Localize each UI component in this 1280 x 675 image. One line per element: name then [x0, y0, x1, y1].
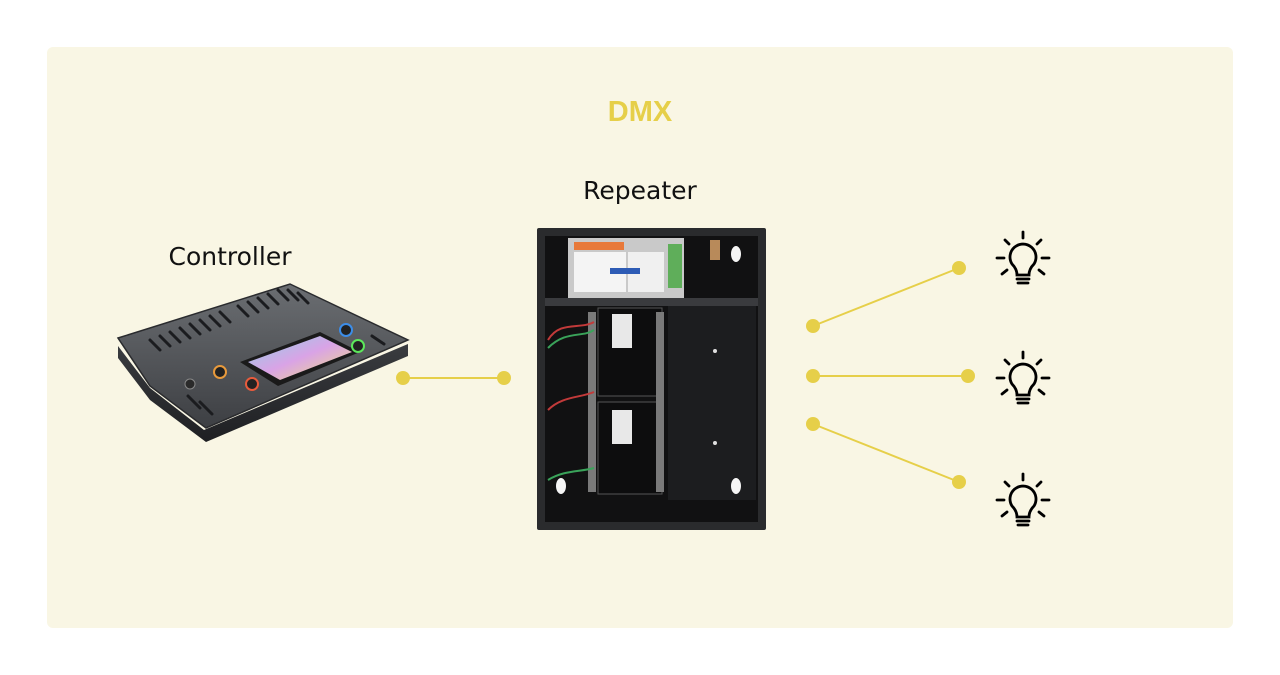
connection-repeater-light-1: [806, 261, 966, 333]
repeater-enclosure-image: [537, 228, 766, 530]
connection-repeater-light-3: [806, 417, 966, 489]
connection-repeater-light-2: [806, 369, 975, 383]
connection-controller-repeater: [396, 371, 511, 385]
light-bulb-icon: [995, 230, 1051, 285]
controller-console-image: [116, 283, 410, 442]
light-bulb-icon: [995, 350, 1051, 405]
repeater-label: Repeater: [583, 176, 697, 205]
diagram-title: DMX: [607, 96, 673, 128]
controller-label: Controller: [168, 242, 292, 271]
light-bulb-icon: [995, 472, 1051, 527]
